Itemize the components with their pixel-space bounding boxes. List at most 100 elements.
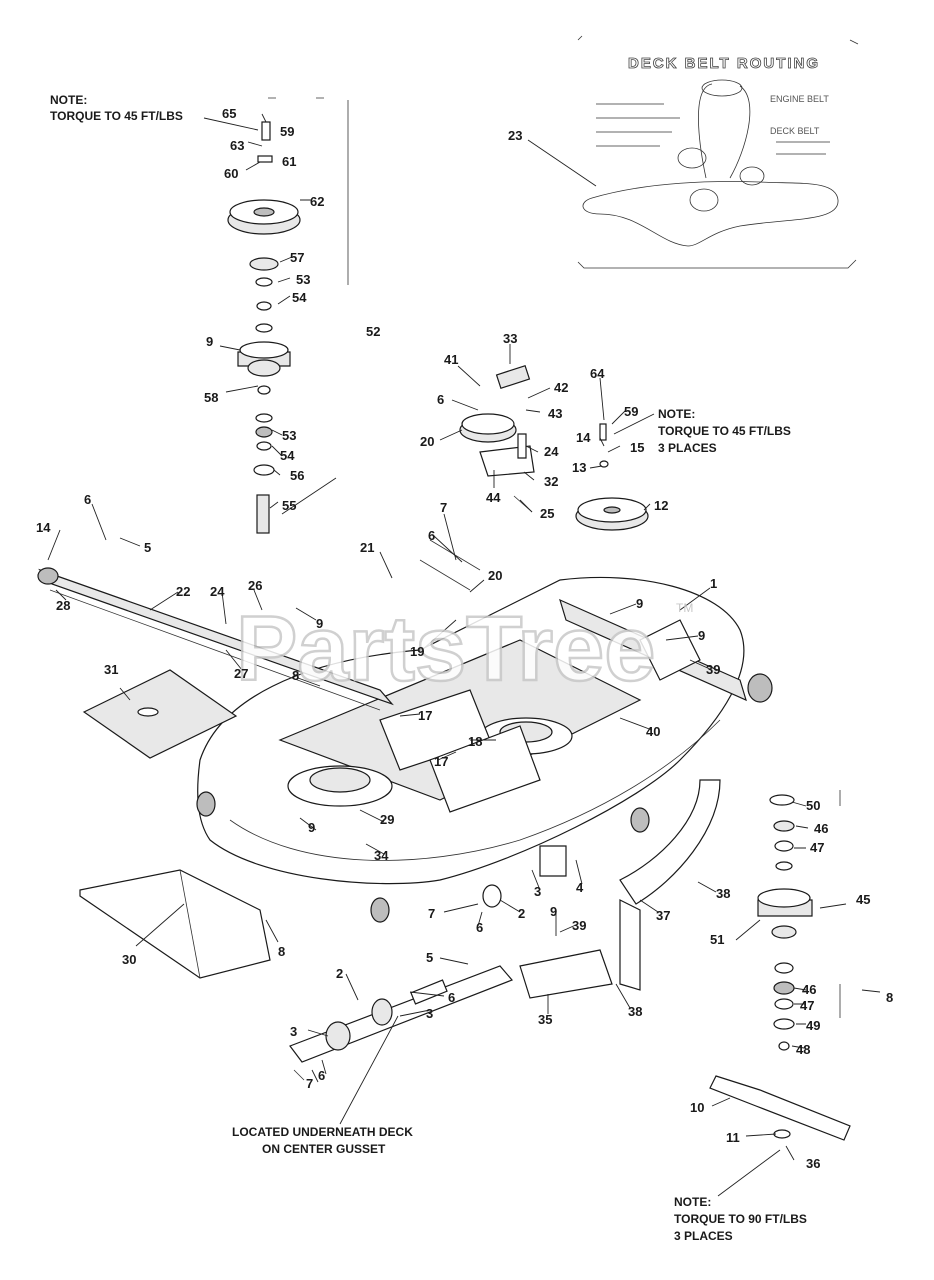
callout: 9 <box>316 616 323 631</box>
deck-wheel <box>196 791 216 817</box>
callout: 7 <box>440 500 447 515</box>
note-torque: TORQUE TO 90 FT/LBS <box>674 1212 807 1226</box>
callout: 61 <box>282 154 296 169</box>
callout: 24 <box>210 584 225 599</box>
callout: 7 <box>306 1076 313 1091</box>
upper-spindle-assembly <box>227 97 349 534</box>
callout: 8 <box>886 990 893 1005</box>
leader-lines <box>47 113 881 1197</box>
callout: 29 <box>380 812 394 827</box>
note-places: 3 PLACES <box>674 1229 733 1243</box>
callout: 14 <box>36 520 51 535</box>
callout: 5 <box>144 540 151 555</box>
callout: 17 <box>434 754 448 769</box>
spindle-nut <box>261 121 271 141</box>
callout: 10 <box>690 1100 704 1115</box>
callout: 34 <box>374 848 389 863</box>
callout: 47 <box>810 840 824 855</box>
callout: 39 <box>706 662 720 677</box>
callout: 54 <box>292 290 307 305</box>
callout: 54 <box>280 448 295 463</box>
spindle-washer <box>257 155 273 163</box>
callout: 49 <box>806 1018 820 1033</box>
callout: 43 <box>548 406 562 421</box>
belt-routing-inset: DECK BELT ROUTING ENGINE BELT DECK BELT <box>577 35 859 269</box>
callout: 27 <box>234 666 248 681</box>
mower-deck <box>37 539 773 999</box>
callout: 12 <box>654 498 668 513</box>
callout: 41 <box>444 352 458 367</box>
callout: 64 <box>590 366 605 381</box>
callout: 6 <box>428 528 435 543</box>
callout: 53 <box>296 272 310 287</box>
gusset-assembly <box>289 965 514 1081</box>
spindle-shaft <box>256 494 270 534</box>
watermark: PartsTree TM <box>235 597 694 702</box>
callout: 57 <box>290 250 304 265</box>
note-torque: TORQUE TO 45 FT/LBS <box>658 424 791 438</box>
callout: 46 <box>802 982 816 997</box>
callout: 33 <box>503 331 517 346</box>
callout: 42 <box>554 380 568 395</box>
callout: 3 <box>534 884 541 899</box>
callout: 9 <box>698 628 705 643</box>
callout: 39 <box>572 918 586 933</box>
callout: 62 <box>310 194 324 209</box>
note-bottom-center: LOCATED UNDERNEATH DECK ON CENTER GUSSET <box>232 1125 413 1156</box>
callout: 56 <box>290 468 304 483</box>
callout: 7 <box>428 906 435 921</box>
callout: 8 <box>278 944 285 959</box>
callout: 19 <box>410 644 424 659</box>
callout: 6 <box>318 1068 325 1083</box>
callout: 21 <box>360 540 374 555</box>
note-heading: NOTE: <box>674 1195 711 1209</box>
callout: 65 <box>222 106 236 121</box>
callout: 1 <box>710 576 717 591</box>
note-location: LOCATED UNDERNEATH DECK <box>232 1125 413 1139</box>
callout: 6 <box>84 492 91 507</box>
callout: 17 <box>418 708 432 723</box>
discharge-chute <box>79 869 271 979</box>
callout: 40 <box>646 724 660 739</box>
callout: 3 <box>426 1006 433 1021</box>
note-heading: NOTE: <box>658 407 695 421</box>
callout: 6 <box>448 990 455 1005</box>
inset-label-deck-belt: DECK BELT <box>770 126 820 136</box>
callout: 58 <box>204 390 218 405</box>
callout-labels: 65 59 63 61 60 62 57 53 54 52 9 58 53 54… <box>36 106 893 1171</box>
lower-spindle-assembly <box>757 790 841 1051</box>
watermark-text: PartsTree <box>236 598 655 700</box>
inset-title: DECK BELT ROUTING <box>628 55 820 72</box>
note-places: 3 PLACES <box>658 441 717 455</box>
callout: 45 <box>856 892 870 907</box>
callout: 55 <box>282 498 296 513</box>
callout: 24 <box>544 444 559 459</box>
callout: 32 <box>544 474 558 489</box>
callout: 11 <box>726 1130 740 1145</box>
callout: 9 <box>206 334 213 349</box>
callout: 9 <box>550 904 557 919</box>
callout: 37 <box>656 908 670 923</box>
callout: 59 <box>280 124 294 139</box>
callout: 9 <box>636 596 643 611</box>
callout: 4 <box>576 880 584 895</box>
inset-label-engine-belt: ENGINE BELT <box>770 94 829 104</box>
note-heading: NOTE: <box>50 93 87 107</box>
callout: 6 <box>437 392 444 407</box>
callout: 2 <box>518 906 525 921</box>
callout: 38 <box>716 886 730 901</box>
callout: 38 <box>628 1004 642 1019</box>
callout: 30 <box>122 952 136 967</box>
callout: 60 <box>224 166 238 181</box>
baffle-plate <box>82 669 238 759</box>
callout: 2 <box>336 966 343 981</box>
callout: 50 <box>806 798 820 813</box>
callout: 51 <box>710 932 724 947</box>
note-right: NOTE: TORQUE TO 45 FT/LBS 3 PLACES <box>658 407 791 455</box>
idler-arm-assembly <box>459 364 649 531</box>
callout: 22 <box>176 584 190 599</box>
side-link-arm <box>619 779 721 991</box>
note-top-left: NOTE: TORQUE TO 45 FT/LBS <box>50 93 183 123</box>
callout: 5 <box>426 950 433 965</box>
callout: 52 <box>366 324 380 339</box>
